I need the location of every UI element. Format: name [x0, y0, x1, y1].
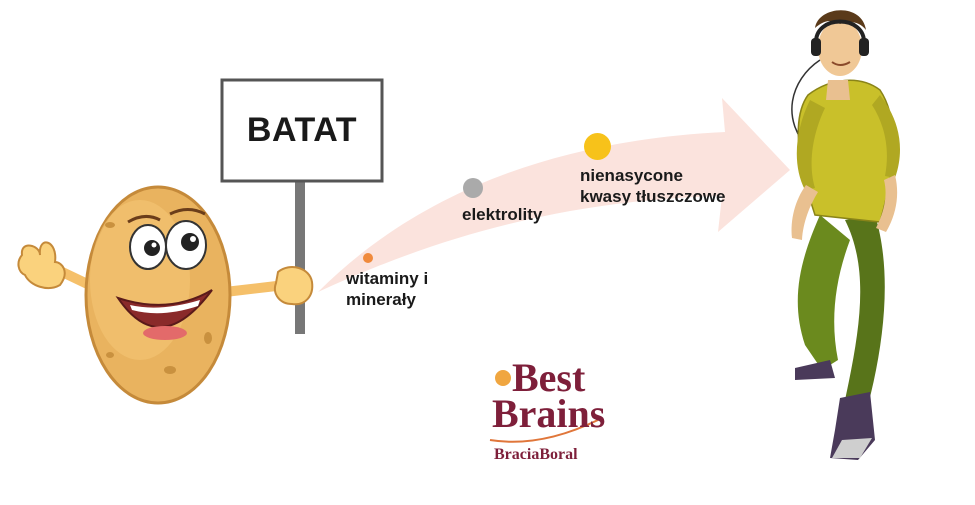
logo-subtitle: BraciaBoral	[494, 446, 578, 464]
label-line: witaminy i	[346, 269, 429, 288]
label-line: elektrolity	[462, 205, 543, 224]
nutrient-label-kwasy: nienasycone kwasy tłuszczowe	[580, 165, 750, 207]
label-line: nienasycone	[580, 166, 683, 185]
nutrient-label-witaminy: witaminy i minerały	[346, 268, 456, 310]
man-character	[791, 10, 900, 460]
potato-character	[17, 185, 314, 405]
sign-label: BATAT	[246, 110, 358, 149]
sign-board	[220, 78, 384, 183]
label-line: minerały	[346, 290, 416, 309]
label-line: kwasy tłuszczowe	[580, 187, 726, 206]
nutrient-dot-kwasy	[584, 133, 611, 160]
curved-arrow	[318, 98, 790, 292]
logo-mark	[489, 370, 599, 443]
sign-post	[295, 182, 305, 334]
logo-sub-boral: Boral	[539, 446, 578, 463]
nutrient-label-elektrolity: elektrolity	[462, 204, 542, 225]
nutrient-dot-witaminy	[363, 253, 373, 263]
logo-word-brains: Brains	[492, 391, 606, 436]
logo: Best Brains BraciaBoral	[488, 358, 608, 468]
nutrient-dot-elektrolity	[463, 178, 483, 198]
logo-sub-bracia: Bracia	[494, 446, 540, 463]
logo-word-best: Best	[512, 355, 586, 400]
